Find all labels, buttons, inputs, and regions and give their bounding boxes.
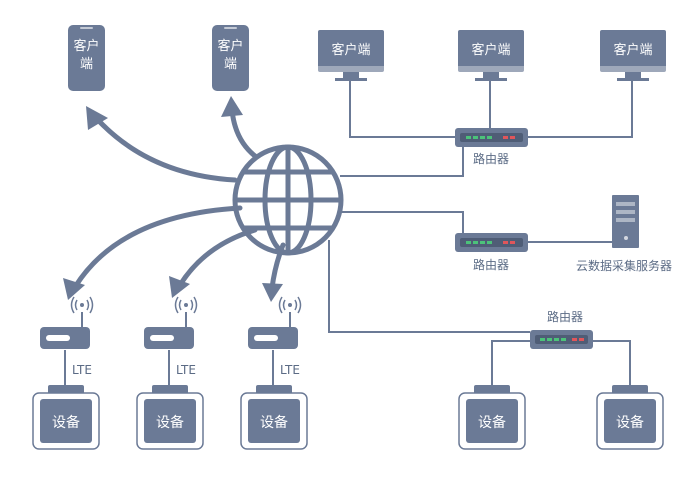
router-2: 路由器 (455, 233, 528, 272)
router-1-label: 路由器 (473, 151, 509, 166)
lte-label-3: LTE (280, 363, 300, 377)
monitor-client-1: 客户端 (318, 30, 384, 81)
arrowhead-lte-1 (63, 278, 85, 300)
device-5: 设备 (596, 385, 664, 450)
monitor-1-screen (318, 30, 384, 72)
device-2: 设备 (136, 385, 204, 450)
router-2-label: 路由器 (473, 257, 509, 272)
server-icon: 云数据采集服务器 (576, 195, 672, 273)
monitor-1-bezel (318, 66, 384, 72)
arrowhead-phone-1 (86, 106, 108, 130)
monitor-3-bezel (600, 66, 666, 72)
arrowhead-phone-2 (221, 96, 243, 117)
phone-client-2: 客户 端 (212, 25, 249, 91)
arrow-to-router-lte-1 (72, 205, 243, 290)
globe-icon (232, 144, 344, 256)
arrow-to-phone-1 (95, 117, 238, 183)
lte-router-3: LTE (248, 296, 302, 377)
monitor-2-label: 客户端 (471, 42, 510, 58)
router-1-leds (466, 136, 515, 139)
monitor-3-neck (625, 72, 641, 78)
lte-router-2-slot (150, 335, 174, 341)
router-1: 路由器 (455, 128, 528, 166)
phone-client-1: 客户 端 (68, 25, 105, 91)
router-3: 路由器 (530, 309, 593, 349)
lte-router-2: LTE (144, 296, 198, 377)
line-router-device-5 (593, 340, 631, 387)
lte-router-1-slot (46, 335, 70, 341)
device-2-panel (144, 399, 196, 443)
line-globe-router-2 (340, 211, 464, 233)
device-4-label: 设备 (478, 414, 506, 431)
device-3: 设备 (240, 385, 308, 450)
arrowhead-lte-3 (262, 283, 283, 302)
device-5-label: 设备 (616, 414, 644, 431)
phone-1-label-line-2: 端 (80, 57, 93, 72)
monitor-3-screen (600, 30, 666, 72)
device-1-panel (40, 399, 92, 443)
wifi-icon (174, 296, 198, 314)
monitor-3-label: 客户端 (613, 42, 652, 58)
monitor-2-base (475, 78, 507, 81)
line-monitor-1 (349, 80, 455, 138)
line-globe-router-1 (340, 147, 464, 177)
lte-label-1: LTE (72, 363, 92, 377)
monitor-2-bezel (458, 66, 524, 72)
device-2-label: 设备 (156, 414, 184, 431)
lte-label-2: LTE (176, 363, 196, 377)
monitor-2-screen (458, 30, 524, 72)
monitor-1-neck (343, 72, 359, 78)
phone-2-body (212, 25, 249, 91)
phone-2-speaker (224, 27, 237, 29)
device-4: 设备 (458, 385, 526, 450)
device-1-label: 设备 (52, 414, 80, 431)
arrow-to-phone-2 (229, 107, 258, 159)
phone-1-body (68, 25, 105, 91)
connection-lines (64, 80, 633, 388)
arrowhead-lte-2 (169, 276, 190, 298)
lte-router-1: LTE (40, 296, 94, 377)
arrow-to-router-lte-2 (177, 227, 258, 288)
line-router-device-4 (491, 340, 530, 387)
phone-1-label-line-1: 客户 (73, 38, 99, 54)
monitor-3-base (617, 78, 649, 81)
monitor-1-label: 客户端 (331, 42, 370, 58)
phone-1-speaker (80, 27, 93, 29)
phone-2-label-line-2: 端 (224, 57, 237, 72)
monitor-client-2: 客户端 (458, 30, 524, 81)
lte-router-3-slot (254, 335, 278, 341)
router-3-leds (540, 338, 584, 341)
phone-2-label-line-1: 客户 (217, 38, 243, 54)
device-4-panel (466, 399, 518, 443)
monitor-1-base (335, 78, 367, 81)
device-3-label: 设备 (260, 414, 288, 431)
wifi-icon (278, 296, 302, 314)
server-body (612, 195, 639, 248)
line-globe-router-3 (328, 240, 530, 333)
wifi-icon (70, 296, 94, 314)
line-monitor-3 (528, 80, 633, 138)
monitor-client-3: 客户端 (600, 30, 666, 81)
router-2-leds (466, 241, 515, 244)
device-1: 设备 (32, 385, 100, 450)
router-3-label: 路由器 (547, 309, 583, 324)
monitor-2-neck (483, 72, 499, 78)
device-3-panel (248, 399, 300, 443)
arrow-heads (63, 96, 283, 302)
device-5-panel (604, 399, 656, 443)
server-label: 云数据采集服务器 (576, 258, 672, 273)
